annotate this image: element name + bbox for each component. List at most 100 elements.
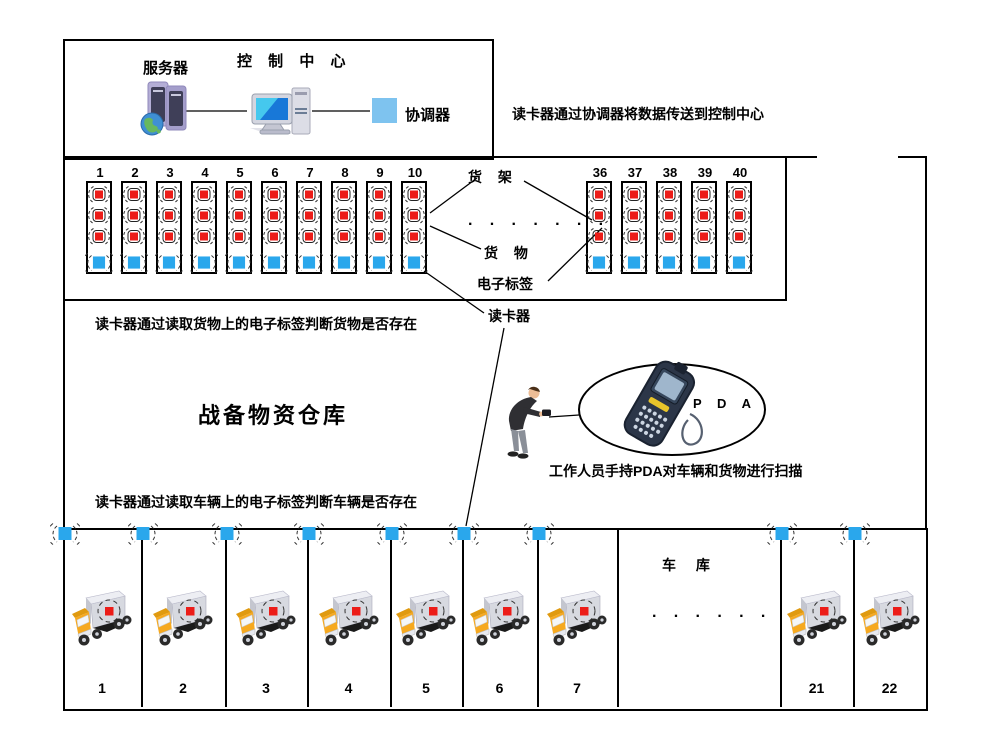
rfid-tag-icon bbox=[728, 207, 750, 224]
rfid-tag-icon bbox=[158, 186, 180, 203]
shelf-number: 40 bbox=[732, 165, 748, 180]
garage-truck bbox=[465, 588, 535, 655]
garage-stall-number: 21 bbox=[808, 680, 825, 696]
rfid-reader-icon bbox=[764, 523, 800, 545]
truck-icon bbox=[859, 590, 919, 646]
garage-truck bbox=[391, 588, 461, 655]
shelf-area-bottom-wall bbox=[63, 299, 787, 301]
rfid-reader-icon bbox=[47, 523, 83, 545]
shelf-column: 5 bbox=[225, 165, 254, 274]
truck-icon bbox=[469, 590, 529, 646]
garage-stall-number: 3 bbox=[262, 680, 270, 696]
control-center-title: 控 制 中 心 bbox=[237, 53, 352, 70]
rfid-tag-icon bbox=[333, 207, 355, 224]
warehouse-top-wall-a bbox=[63, 156, 817, 158]
shelf-column: 8 bbox=[330, 165, 359, 274]
shelf-column: 9 bbox=[365, 165, 394, 274]
truck-icon bbox=[236, 590, 296, 646]
rfid-tag-icon bbox=[123, 228, 145, 245]
shelf-rack bbox=[190, 181, 218, 274]
garage-truck bbox=[855, 588, 925, 655]
note-goods-check: 读卡器通过读取货物上的电子标签判断货物是否存在 bbox=[95, 316, 417, 332]
shelf-column: 36 bbox=[585, 165, 614, 274]
rfid-tag-icon bbox=[333, 186, 355, 203]
shelf-column: 37 bbox=[620, 165, 649, 274]
garage-stall-number: 4 bbox=[344, 680, 353, 696]
truck-icon bbox=[786, 590, 846, 646]
shelf-column: 3 bbox=[155, 165, 184, 274]
rfid-tag-icon bbox=[658, 228, 680, 245]
rfid-tag-icon bbox=[588, 186, 610, 203]
rfid-tag-icon bbox=[88, 186, 110, 203]
garage-truck bbox=[314, 588, 384, 655]
control-computer-icon bbox=[250, 87, 311, 135]
shelf-column: 1 bbox=[85, 165, 114, 274]
garage-truck bbox=[231, 588, 301, 655]
truck-icon bbox=[72, 590, 132, 646]
rfid-reader-icon bbox=[521, 523, 557, 545]
garage-truck bbox=[782, 588, 852, 655]
garage-stall-number: 6 bbox=[495, 680, 504, 696]
shelf-rack bbox=[690, 181, 718, 274]
shelf-number: 7 bbox=[306, 165, 314, 180]
shelf-number: 38 bbox=[662, 165, 678, 180]
garage-stall-number: 2 bbox=[179, 680, 187, 696]
shelf-column: 40 bbox=[725, 165, 754, 274]
garage-stall-divider bbox=[462, 528, 464, 707]
rfid-tag-icon bbox=[623, 207, 645, 224]
rfid-tag-icon bbox=[193, 186, 215, 203]
garage-truck bbox=[67, 588, 137, 655]
rfid-tag-icon bbox=[403, 207, 425, 224]
garage-stall-divider bbox=[537, 528, 539, 707]
shelf-column: 6 bbox=[260, 165, 289, 274]
shelf-rack bbox=[260, 181, 288, 274]
shelf-rack bbox=[725, 181, 753, 274]
rfid-reader-icon bbox=[365, 252, 393, 274]
rfid-reader-icon bbox=[209, 523, 245, 545]
shelf-number: 3 bbox=[166, 165, 174, 180]
shelf-area-right-wall bbox=[785, 156, 787, 301]
garage-label: 车 库 bbox=[662, 557, 718, 573]
rfid-reader-icon bbox=[225, 252, 253, 274]
rfid-tag-icon bbox=[693, 207, 715, 224]
garage-stall-number: 22 bbox=[881, 680, 898, 696]
garage-stall-divider bbox=[853, 528, 855, 707]
shelf-ellipsis: · · · · · · · bbox=[468, 216, 610, 233]
rfid-tag-icon bbox=[228, 228, 250, 245]
garage-truck bbox=[542, 588, 612, 655]
rfid-reader-icon bbox=[291, 523, 327, 545]
shelf-number: 10 bbox=[407, 165, 423, 180]
rfid-tag-icon bbox=[228, 186, 250, 203]
rfid-tag-icon bbox=[88, 207, 110, 224]
shelf-rack bbox=[620, 181, 648, 274]
pda-label: P D A bbox=[693, 396, 757, 411]
garage-stall-number: 7 bbox=[573, 680, 581, 696]
rfid-reader-icon bbox=[295, 252, 323, 274]
rfid-tag-icon bbox=[693, 228, 715, 245]
rfid-tag-icon bbox=[298, 186, 320, 203]
tag-label: 电子标签 bbox=[477, 276, 533, 292]
note-pda-caption: 工作人员手持PDA对车辆和货物进行扫描 bbox=[549, 463, 803, 479]
garage-stall-number: 1 bbox=[98, 680, 106, 696]
shelf-rack bbox=[330, 181, 358, 274]
truck-icon bbox=[547, 590, 607, 646]
rfid-tag-icon bbox=[298, 207, 320, 224]
rfid-reader-icon bbox=[374, 523, 410, 545]
rfid-reader-icon bbox=[190, 252, 218, 274]
rfid-tag-icon bbox=[693, 186, 715, 203]
shelf-column: 38 bbox=[655, 165, 684, 274]
shelf-column: 10 bbox=[400, 165, 429, 274]
goods-label: 货 物 bbox=[484, 245, 534, 261]
truck-icon bbox=[396, 590, 456, 646]
rfid-reader-icon bbox=[725, 252, 753, 274]
warehouse-right-wall bbox=[925, 156, 927, 530]
shelf-rack bbox=[155, 181, 183, 274]
garage-stall-number: 5 bbox=[422, 680, 430, 696]
garage-reader bbox=[446, 522, 482, 551]
shelf-number: 5 bbox=[236, 165, 244, 180]
rfid-reader-icon bbox=[446, 523, 482, 545]
rfid-tag-icon bbox=[588, 207, 610, 224]
reader-label: 读卡器 bbox=[488, 308, 530, 324]
rfid-tag-icon bbox=[623, 228, 645, 245]
shelf-number: 39 bbox=[697, 165, 713, 180]
